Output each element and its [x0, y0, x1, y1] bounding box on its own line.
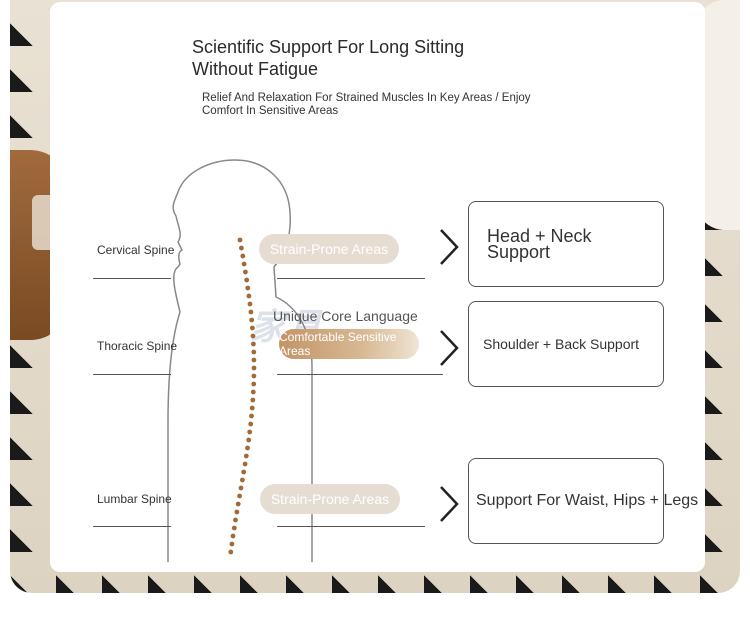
cervical-spine-label: Cervical Spine	[97, 243, 175, 257]
spine-dot	[233, 517, 238, 523]
info-card: Scientific Support For Long Sitting With…	[50, 2, 705, 572]
spine-dot	[235, 501, 241, 507]
spine-dot	[239, 245, 244, 251]
spine-dot	[240, 477, 245, 483]
spine-dot	[251, 365, 257, 371]
spine-dot	[245, 285, 251, 291]
spine-dot	[234, 509, 240, 515]
spine-dot	[241, 261, 247, 267]
spine-dot	[243, 269, 248, 275]
bottom-pill-underline	[277, 526, 425, 527]
spine-dot	[231, 525, 237, 531]
shoulder-back-support-box: Shoulder + Back Support	[468, 301, 664, 387]
spine-dots	[228, 237, 257, 555]
spine-dot	[247, 301, 253, 307]
spine-dot	[251, 357, 257, 363]
spine-dot	[251, 381, 257, 387]
spine-dot	[238, 485, 244, 491]
spine-dot	[241, 469, 247, 475]
spine-dot	[237, 237, 243, 243]
chevron-right-icon	[440, 229, 459, 265]
spine-dot	[246, 437, 252, 443]
head-neck-support-box: Head + Neck Support	[468, 201, 664, 287]
spine-dot	[247, 429, 253, 435]
head-neck-support-text: Head + Neck Support	[487, 226, 592, 262]
subtitle-line-2: Comfort In Sensitive Areas	[202, 105, 339, 117]
spine-dot	[249, 405, 255, 411]
spine-dot	[251, 341, 256, 347]
title-line-1: Scientific Support For Long Sitting	[192, 37, 465, 57]
chevron-right-icon	[440, 330, 459, 366]
spine-dot	[250, 325, 255, 331]
spine-dot	[250, 333, 256, 339]
spine-dot	[228, 549, 234, 555]
spine-dot	[229, 541, 235, 547]
comfortable-sensitive-pill: Comfortable Sensitive Areas	[279, 329, 419, 359]
chevron-right-icon	[440, 486, 459, 522]
spine-dot	[249, 317, 255, 323]
waist-hips-legs-support-text: Support For Waist, Hips + Legs	[476, 492, 699, 509]
spine-dot	[246, 293, 252, 299]
spine-dot	[248, 421, 254, 427]
spine-dot	[242, 461, 248, 467]
thoracic-underline	[93, 374, 171, 375]
unique-core-language-text: Unique Core Language	[273, 308, 418, 324]
title-line-2: Without Fatigue	[192, 59, 319, 79]
spine-dot	[245, 445, 250, 451]
shoulder-back-support-text: Shoulder + Back Support	[483, 336, 640, 352]
spine-dot	[240, 253, 246, 259]
spine-dot	[237, 493, 243, 499]
page-subtitle: Relief And Relaxation For Strained Muscl…	[202, 92, 582, 118]
thoracic-spine-label: Thoracic Spine	[97, 339, 178, 353]
lumbar-underline	[93, 526, 171, 527]
waist-hips-legs-support-box: Support For Waist, Hips + Legs	[468, 458, 698, 544]
spine-dot	[250, 397, 256, 403]
strain-prone-pill-top: Strain-Prone Areas	[259, 234, 399, 264]
cervical-underline	[93, 278, 171, 279]
spine-dot	[230, 533, 236, 539]
subtitle-line-1: Relief And Relaxation For Strained Muscl…	[202, 92, 531, 104]
strain-prone-pill-bottom: Strain-Prone Areas	[260, 484, 400, 514]
middle-pill-underline	[277, 374, 443, 375]
spine-dot	[249, 413, 254, 419]
spine-dot	[248, 309, 254, 315]
spine-dot	[243, 453, 249, 459]
lumbar-spine-label: Lumbar Spine	[97, 492, 172, 506]
spine-dot	[251, 349, 257, 355]
spine-dot	[244, 277, 250, 283]
page-title: Scientific Support For Long Sitting With…	[192, 36, 612, 80]
spine-dot	[251, 373, 257, 379]
spine-dot	[250, 389, 256, 395]
top-pill-underline	[277, 278, 425, 279]
